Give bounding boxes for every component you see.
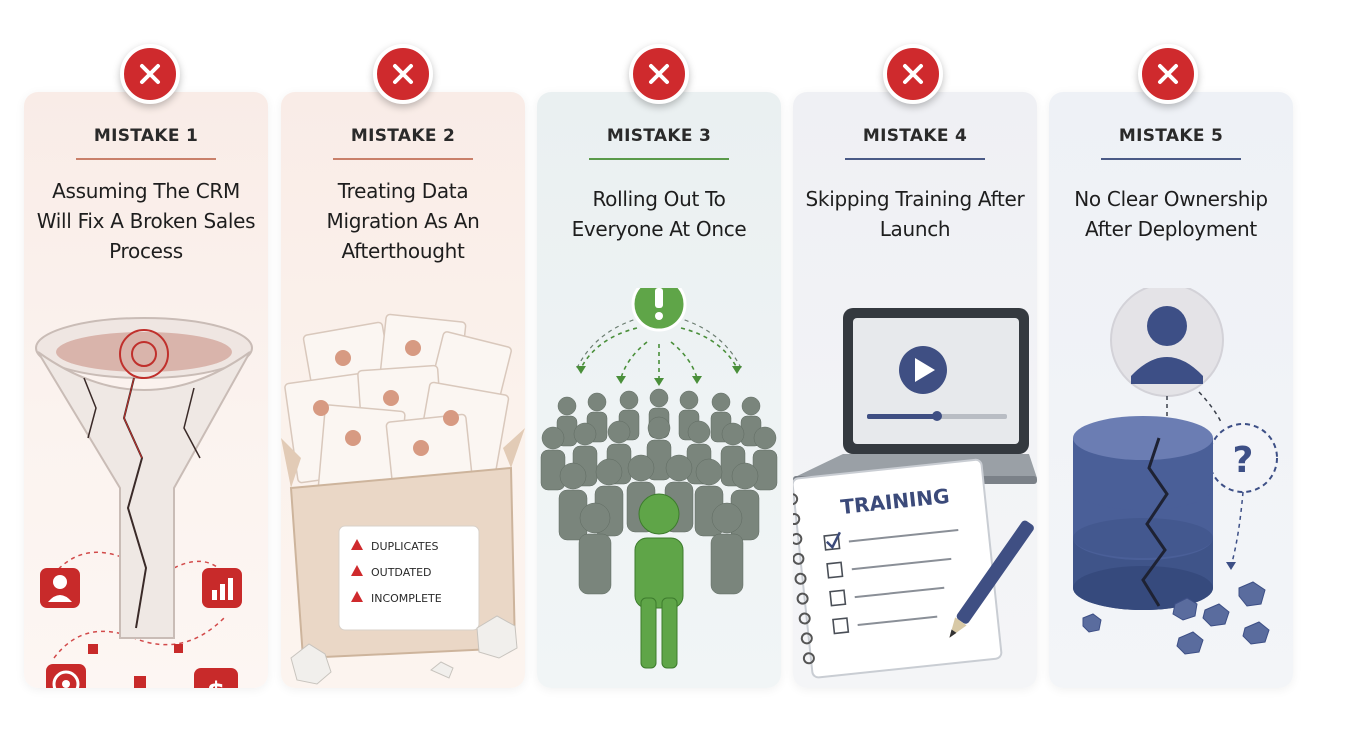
error-badge-5 (1138, 44, 1198, 104)
close-icon (649, 64, 669, 84)
mistake-label: MISTAKE 5 (1118, 126, 1224, 146)
error-badge-1 (120, 44, 180, 104)
warning-incomplete: INCOMPLETE (371, 592, 442, 605)
error-badge-3 (629, 44, 689, 104)
mistake-title: Treating Data Migration As An Afterthoug… (326, 179, 480, 263)
highlighted-user (634, 493, 684, 669)
svg-text:?: ? (1233, 440, 1254, 481)
close-icon (1158, 64, 1178, 84)
mistake-title: Rolling Out To Everyone At Once (571, 187, 747, 241)
error-badge-2 (373, 44, 433, 104)
broken-funnel-illustration: $ (24, 288, 268, 688)
warning-duplicates: DUPLICATES (371, 540, 439, 553)
contact-icon (40, 568, 80, 608)
user-icon (1110, 288, 1224, 397)
crowd-rollout-illustration (537, 288, 781, 688)
close-icon (903, 64, 923, 84)
mistake-card-2: MISTAKE 2 Treating Data Migration As An … (281, 92, 525, 688)
target-icon (46, 664, 86, 688)
title-divider (76, 158, 216, 160)
mistake-card-3: MISTAKE 3 Rolling Out To Everyone At Onc… (537, 92, 781, 688)
svg-text:$: $ (207, 677, 225, 688)
play-icon (899, 346, 947, 394)
ownership-illustration: ? (1049, 288, 1293, 688)
title-divider (333, 158, 473, 160)
close-icon (140, 64, 160, 84)
mistake-label: MISTAKE 4 (862, 126, 968, 146)
alert-icon (631, 288, 687, 332)
mistake-label: MISTAKE 2 (350, 126, 456, 146)
bar-chart-icon (202, 568, 242, 608)
mistake-label: MISTAKE 1 (93, 126, 199, 146)
dollar-icon: $ (194, 668, 238, 688)
title-divider (1101, 158, 1241, 160)
mistake-card-1: MISTAKE 1 Assuming The CRM Will Fix A Br… (24, 92, 268, 688)
title-divider (589, 158, 729, 160)
mistake-card-4: MISTAKE 4 Skipping Training After Launch (793, 92, 1037, 688)
box-of-records-illustration: DUPLICATES OUTDATED INCOMPLETE (281, 288, 525, 688)
warning-outdated: OUTDATED (371, 566, 432, 579)
mistake-title: Skipping Training After Launch (805, 187, 1025, 241)
database-icon (1073, 416, 1213, 610)
mistake-card-5: MISTAKE 5 No Clear Ownership After Deplo… (1049, 92, 1293, 688)
error-badge-4 (883, 44, 943, 104)
mistake-title: Assuming The CRM Will Fix A Broken Sales… (36, 179, 256, 263)
close-icon (393, 64, 413, 84)
mistake-label: MISTAKE 3 (606, 126, 712, 146)
question-icon: ? (1208, 423, 1278, 493)
title-divider (845, 158, 985, 160)
mistake-title: No Clear Ownership After Deployment (1074, 187, 1268, 241)
training-illustration: TRAINING (793, 288, 1037, 688)
